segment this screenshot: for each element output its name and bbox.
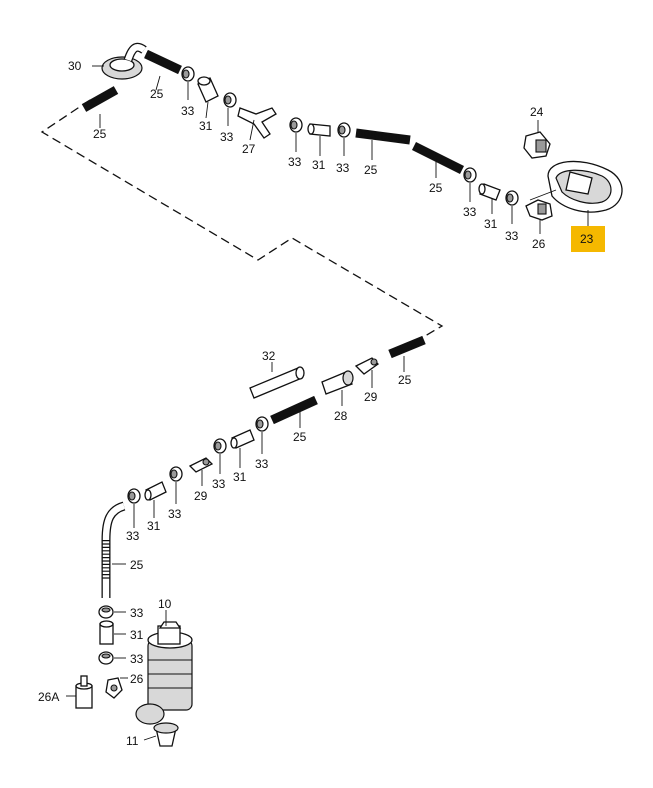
pump-grommet-part[interactable] — [153, 722, 179, 747]
label-33: 33 — [130, 652, 144, 666]
connector-tube-part[interactable] — [144, 481, 167, 501]
label-31: 31 — [147, 519, 161, 533]
label-29: 29 — [364, 390, 378, 404]
hose-clamp-part[interactable] — [289, 117, 303, 133]
label-31: 31 — [484, 217, 498, 231]
hose-clamp-part[interactable] — [213, 438, 227, 454]
highlight-box-23 — [571, 226, 605, 252]
label-24: 24 — [530, 105, 544, 119]
hose-part[interactable] — [81, 86, 119, 112]
hose-part[interactable] — [388, 335, 426, 359]
label-33: 33 — [288, 155, 302, 169]
label-29: 29 — [194, 489, 208, 503]
hose-clamp-part[interactable] — [98, 651, 114, 665]
hose-clamp-part[interactable] — [505, 190, 519, 206]
elbow-connector-part[interactable] — [525, 199, 553, 221]
label-33: 33 — [255, 457, 269, 471]
label-25: 25 — [398, 373, 412, 387]
label-25: 25 — [93, 127, 107, 141]
hose-clamp-part[interactable] — [127, 488, 141, 504]
label-33: 33 — [212, 477, 226, 491]
hose-clamp-part[interactable] — [255, 416, 269, 432]
label-33: 33 — [126, 529, 140, 543]
y-piece-connector-part[interactable] — [237, 107, 277, 139]
label-26: 26 — [532, 237, 546, 251]
hose-part[interactable] — [101, 501, 126, 598]
tube-part[interactable] — [249, 366, 305, 399]
label-31: 31 — [312, 158, 326, 172]
label-32: 32 — [262, 349, 276, 363]
label-26A: 26A — [38, 690, 59, 704]
label-33: 33 — [130, 606, 144, 620]
label-33: 33 — [168, 507, 182, 521]
label-31: 31 — [130, 628, 144, 642]
label-33: 33 — [463, 205, 477, 219]
connector-tube-part[interactable] — [197, 76, 219, 103]
washer-pump-part[interactable] — [135, 621, 193, 725]
connector-part[interactable] — [321, 370, 354, 395]
label-33: 33 — [220, 130, 234, 144]
grommet-part[interactable] — [101, 42, 147, 80]
label-30: 30 — [68, 59, 82, 73]
check-valve-part[interactable] — [354, 357, 380, 375]
assembly-boundary-dashed-line — [40, 99, 444, 353]
connector-tube-part[interactable] — [307, 123, 331, 137]
label-31: 31 — [199, 119, 213, 133]
label-33: 33 — [181, 104, 195, 118]
hose-clamp-part[interactable] — [223, 92, 237, 108]
hose-part[interactable] — [355, 128, 411, 145]
label-25: 25 — [364, 163, 378, 177]
label-26: 26 — [130, 672, 144, 686]
hose-part[interactable] — [144, 49, 182, 75]
elbow-fitting-part[interactable] — [105, 677, 123, 699]
callout-labels: 30 25 25 33 31 33 27 33 31 33 25 25 24 3… — [38, 59, 605, 748]
hose-part[interactable] — [270, 395, 318, 425]
leader-lines — [66, 65, 589, 741]
washer-nozzle-housing-part[interactable] — [529, 160, 623, 213]
hose-clamp-part[interactable] — [181, 66, 195, 82]
connector-26a-part[interactable] — [75, 675, 93, 709]
label-33: 33 — [505, 229, 519, 243]
label-10: 10 — [158, 597, 172, 611]
label-31: 31 — [233, 470, 247, 484]
connector-tube-part[interactable] — [478, 183, 501, 201]
hose-clamp-part[interactable] — [463, 167, 477, 183]
label-25: 25 — [130, 558, 144, 572]
connector-tube-part[interactable] — [230, 429, 255, 449]
nozzle-cap-part[interactable] — [523, 131, 551, 159]
label-33: 33 — [336, 161, 350, 175]
hose-clamp-part[interactable] — [98, 605, 114, 619]
label-23: 23 — [580, 232, 594, 246]
label-25: 25 — [429, 181, 443, 195]
label-25: 25 — [150, 87, 164, 101]
label-25: 25 — [293, 430, 307, 444]
hose-part[interactable] — [411, 141, 465, 175]
hose-clamp-part[interactable] — [169, 466, 183, 482]
label-28: 28 — [334, 409, 348, 423]
label-11: 11 — [126, 734, 139, 748]
connector-tube-part[interactable] — [99, 620, 114, 645]
check-valve-part[interactable] — [188, 457, 214, 473]
label-27: 27 — [242, 142, 256, 156]
hose-clamp-part[interactable] — [337, 122, 351, 138]
